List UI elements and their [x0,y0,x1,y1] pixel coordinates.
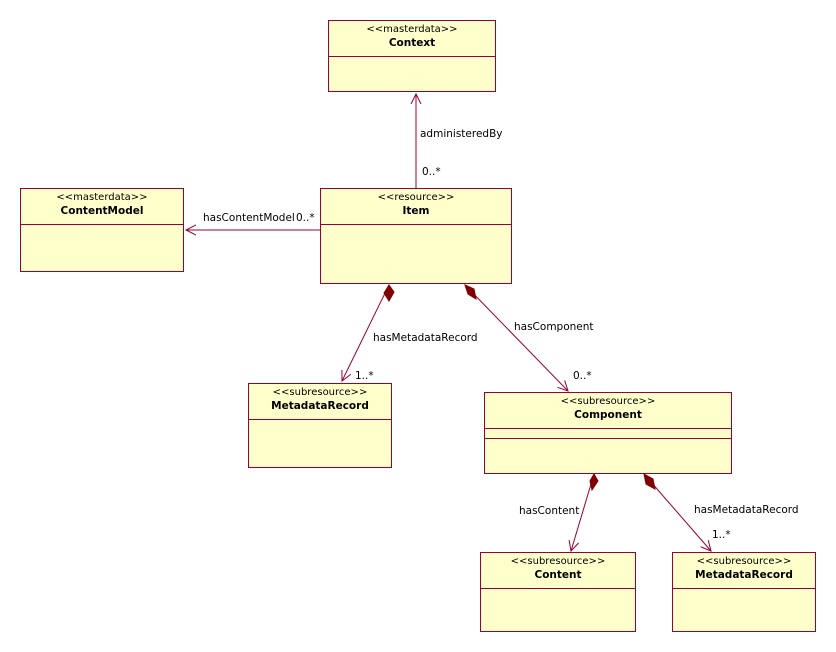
class-name: Component [574,409,642,421]
class-metadatarecord-component[interactable]: <<subresource>> MetadataRecord [672,552,816,632]
association-label: hasMetadataRecord [373,332,478,344]
class-attributes-section [485,429,731,439]
multiplicity-label: 0..* [296,212,315,224]
association-label: administeredBy [420,128,503,140]
association-label: hasComponent [514,321,594,333]
class-name: ContentModel [60,205,144,217]
composition-diamond-icon [383,284,395,302]
association-label: hasMetadataRecord [694,504,799,516]
class-contentmodel[interactable]: <<masterdata>> ContentModel [20,188,184,272]
component-has-metadata-record-line [643,473,711,551]
class-stereotype: <<masterdata>> [56,192,148,203]
association-label: hasContent [519,505,580,517]
class-stereotype: <<subresource>> [510,556,606,567]
class-name: MetadataRecord [271,400,369,412]
has-component-line [464,284,568,391]
class-metadatarecord-item[interactable]: <<subresource>> MetadataRecord [248,383,392,468]
composition-diamond-icon [643,473,656,490]
class-name: MetadataRecord [695,569,793,581]
class-item[interactable]: <<resource>> Item [320,188,512,284]
class-stereotype: <<subresource>> [696,556,792,567]
class-stereotype: <<resource>> [377,192,455,203]
class-stereotype: <<masterdata>> [366,24,458,35]
composition-diamond-icon [464,284,477,301]
class-stereotype: <<subresource>> [272,387,368,398]
composition-diamond-icon [589,472,599,492]
multiplicity-label: 1..* [712,529,731,541]
class-component[interactable]: <<subresource>> Component [484,392,732,474]
class-content[interactable]: <<subresource>> Content [480,552,636,632]
class-name: Content [534,569,582,581]
class-context[interactable]: <<masterdata>> Context [328,20,496,92]
has-content-line [571,473,595,551]
class-stereotype: <<subresource>> [560,396,656,407]
multiplicity-label: 0..* [422,166,441,178]
has-metadata-record-line [342,284,390,381]
multiplicity-label: 0..* [573,370,592,382]
association-label: hasContentModel [203,212,295,224]
multiplicity-label: 1..* [355,370,374,382]
class-name: Item [402,205,430,217]
class-name: Context [388,37,436,49]
